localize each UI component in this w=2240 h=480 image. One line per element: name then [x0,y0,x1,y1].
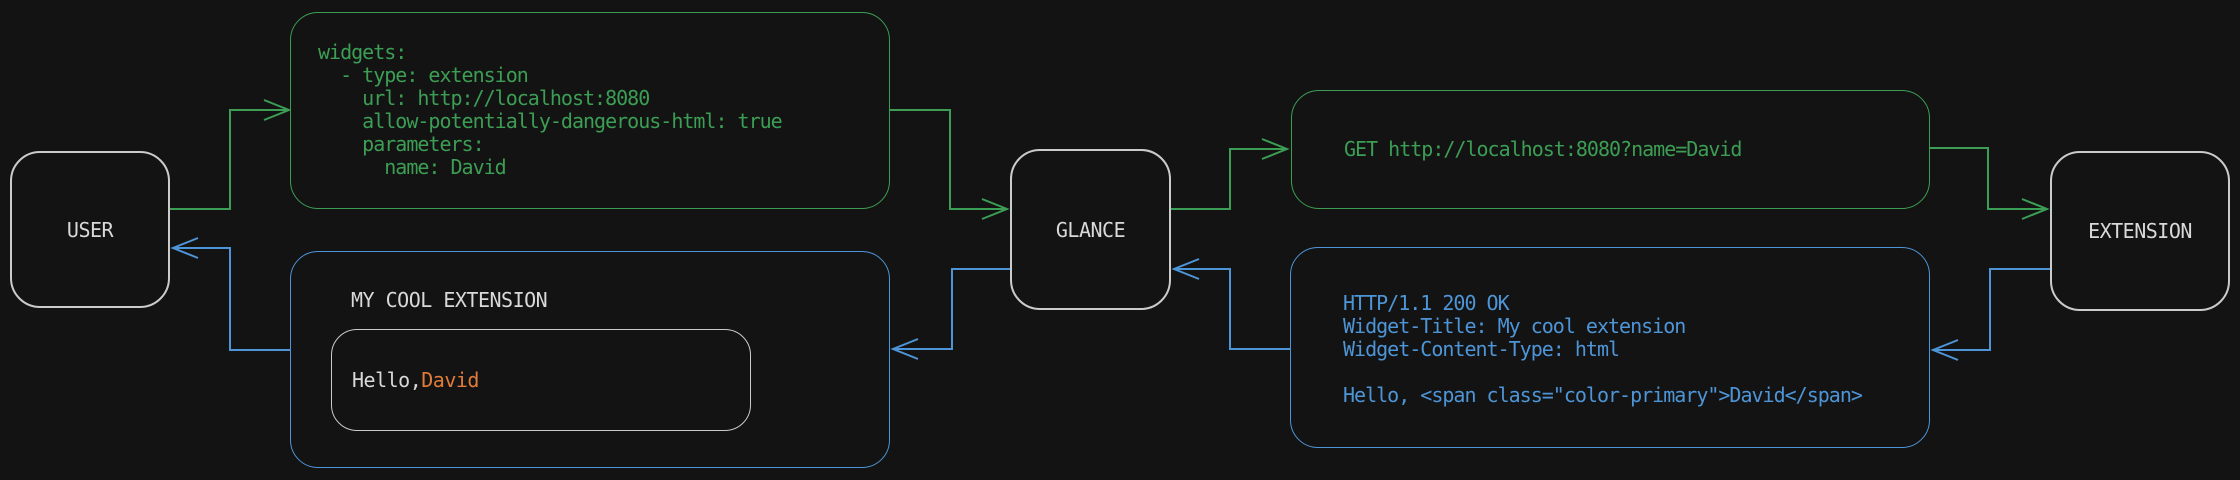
arrow-extension-to-response-shaft [1934,268,2050,351]
glance-node-label: GLANCE [1055,217,1126,242]
http-response-code: HTTP/1.1 200 OK Widget-Title: My cool ex… [1343,291,1863,407]
http-request-code: GET http://localhost:8080?name=David [1344,137,1742,161]
arrow-extension-to-response-head [1930,339,1959,361]
arrow-config-to-glance-head [981,198,1010,220]
user-node-label: USER [66,217,114,242]
arrow-response-to-glance-head [1171,258,1200,280]
arrow-widget-to-user-shaft [174,247,290,351]
arrow-glance-to-request-head [1261,138,1290,160]
arrow-glance-to-widget-head [890,338,919,360]
greeting-prefix: Hello, [352,368,422,392]
arrow-glance-to-request-shaft [1171,148,1286,210]
widget-preview-box: MY COOL EXTENSION Hello, David [290,251,890,468]
yaml-config-box: widgets: - type: extension url: http://l… [290,12,890,209]
http-response-box: HTTP/1.1 200 OK Widget-Title: My cool ex… [1290,247,1930,448]
arrow-user-to-config-shaft [170,109,288,210]
arrow-widget-to-user-head [170,237,199,259]
http-request-box: GET http://localhost:8080?name=David [1291,90,1930,209]
arrow-glance-to-widget-shaft [894,268,1010,350]
widget-greeting-box: Hello, David [331,329,751,431]
widget-title: MY COOL EXTENSION [351,288,548,312]
arrow-response-to-glance-shaft [1175,268,1290,350]
arrow-request-to-extension-shaft [1930,147,2046,210]
request-flow-arrows [170,99,2050,220]
arrow-request-to-extension-head [2021,198,2050,220]
user-node: USER [10,151,170,308]
extension-node: EXTENSION [2050,151,2230,311]
response-flow-arrows [170,237,2050,361]
glance-node: GLANCE [1010,149,1171,310]
arrow-config-to-glance-shaft [890,109,1006,210]
yaml-config-code: widgets: - type: extension url: http://l… [318,40,783,179]
extension-node-label: EXTENSION [2088,219,2192,243]
greeting-name: David [421,368,479,392]
arrow-user-to-config-head [263,99,292,121]
